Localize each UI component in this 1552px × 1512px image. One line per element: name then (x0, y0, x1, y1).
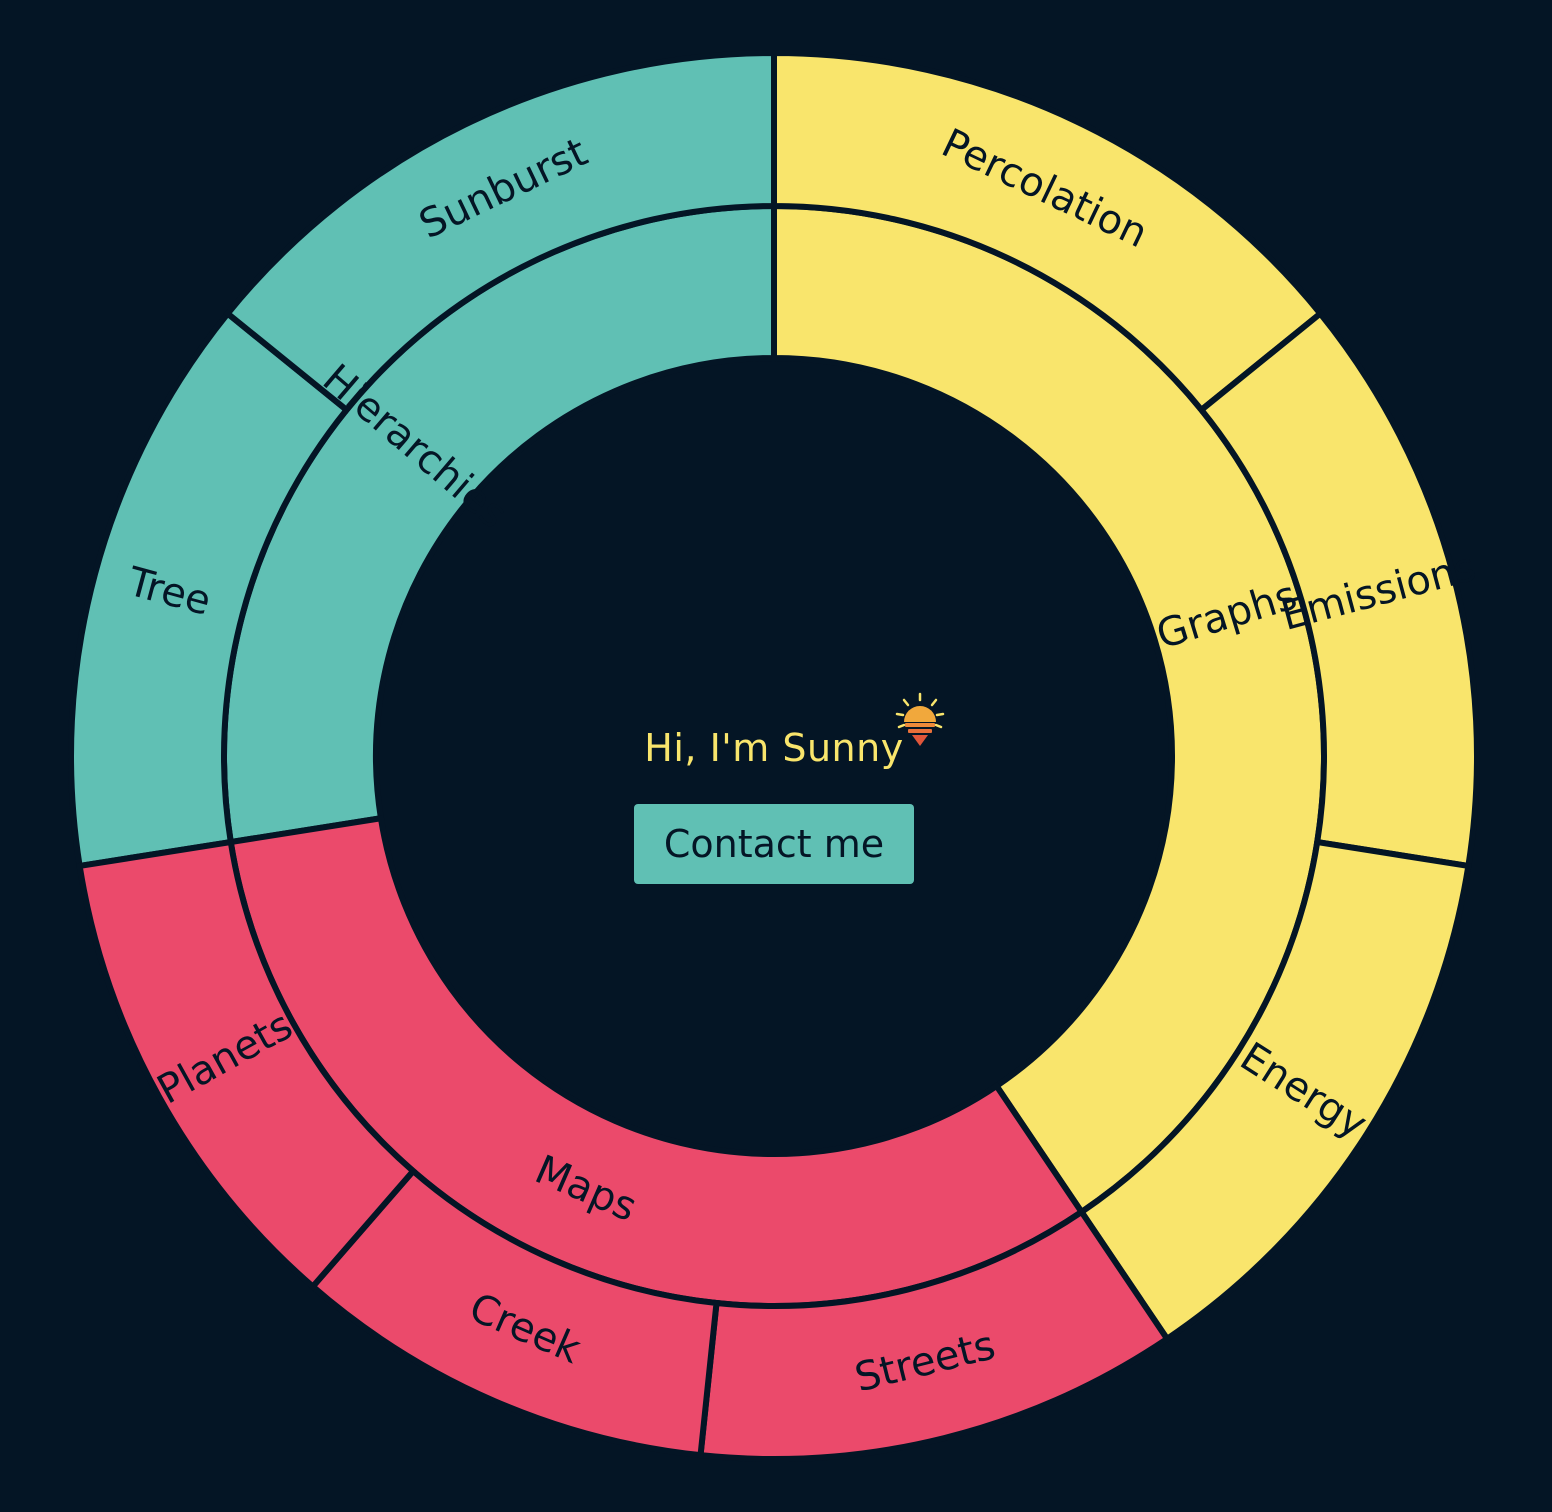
segment-planets[interactable] (76, 838, 418, 1291)
greeting-text: Hi, I'm Sunny (644, 726, 904, 770)
contact-button[interactable]: Contact me (633, 804, 915, 884)
sun-icon (895, 692, 944, 746)
segments-layer (68, 49, 1480, 1462)
center-panel: Hi, I'm Sunny Contact me (574, 692, 974, 884)
greeting-row: Hi, I'm Sunny (644, 692, 944, 776)
